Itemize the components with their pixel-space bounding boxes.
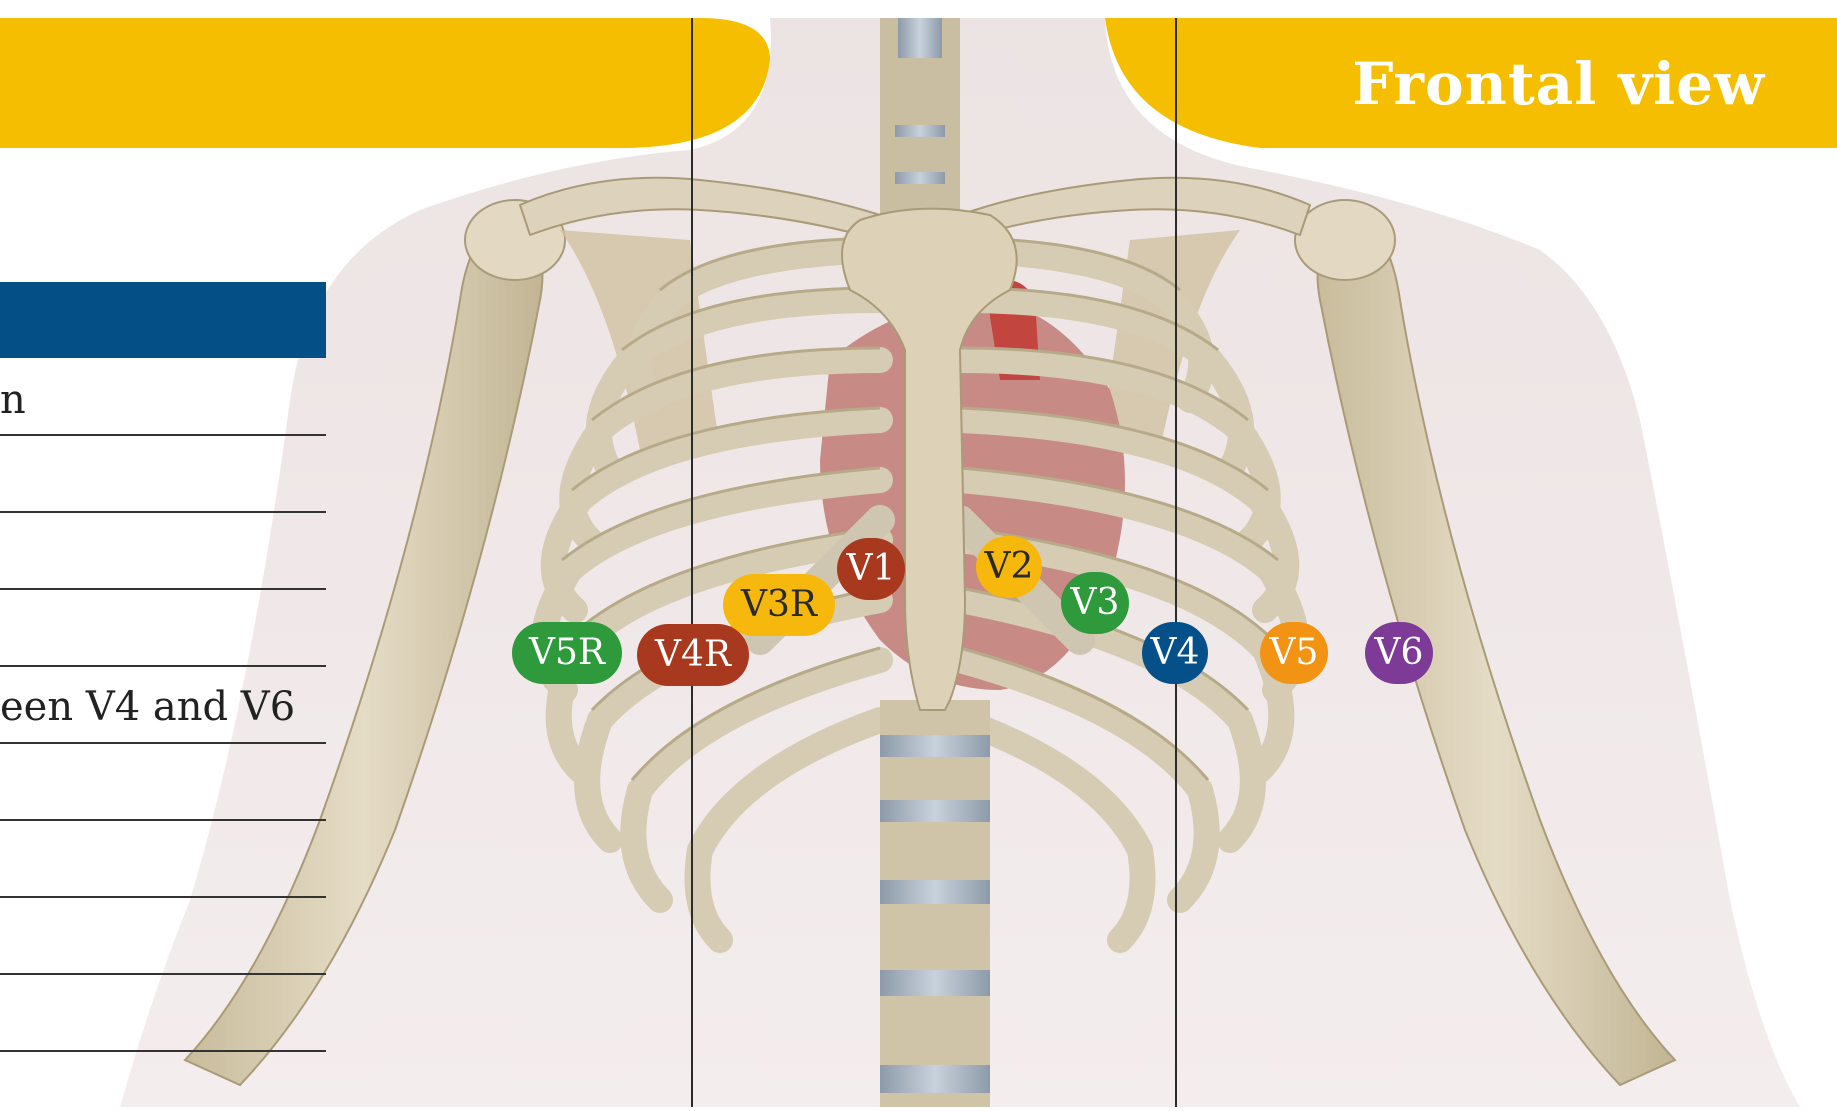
lead-marker-v6: V6 <box>1365 622 1433 684</box>
lead-marker-v3: V3 <box>1061 572 1129 634</box>
guide-line-right <box>1175 18 1177 1107</box>
page-title: Frontal view <box>1352 50 1765 118</box>
lead-marker-v4: V4 <box>1142 622 1208 684</box>
row-divider <box>0 434 326 436</box>
lead-marker-v3r: V3R <box>723 574 835 636</box>
row-divider <box>0 511 326 513</box>
lead-marker-v1: V1 <box>837 538 905 600</box>
row-divider <box>0 588 326 590</box>
lead-marker-v5: V5 <box>1260 622 1328 684</box>
table-row-text: n <box>0 377 26 423</box>
row-divider <box>0 973 326 975</box>
table-header <box>0 282 326 358</box>
guide-line-left <box>691 18 693 1107</box>
row-divider <box>0 896 326 898</box>
row-divider <box>0 1050 326 1052</box>
banner-left <box>0 18 770 148</box>
lead-marker-v4r: V4R <box>637 624 749 686</box>
row-divider <box>0 665 326 667</box>
lead-marker-v5r: V5R <box>512 622 622 684</box>
table-row-text: een V4 and V6 <box>0 684 295 730</box>
row-divider <box>0 819 326 821</box>
lead-position-table: n een V4 and V6 <box>0 282 326 1062</box>
row-divider <box>0 742 326 744</box>
lead-marker-v2: V2 <box>976 536 1042 598</box>
